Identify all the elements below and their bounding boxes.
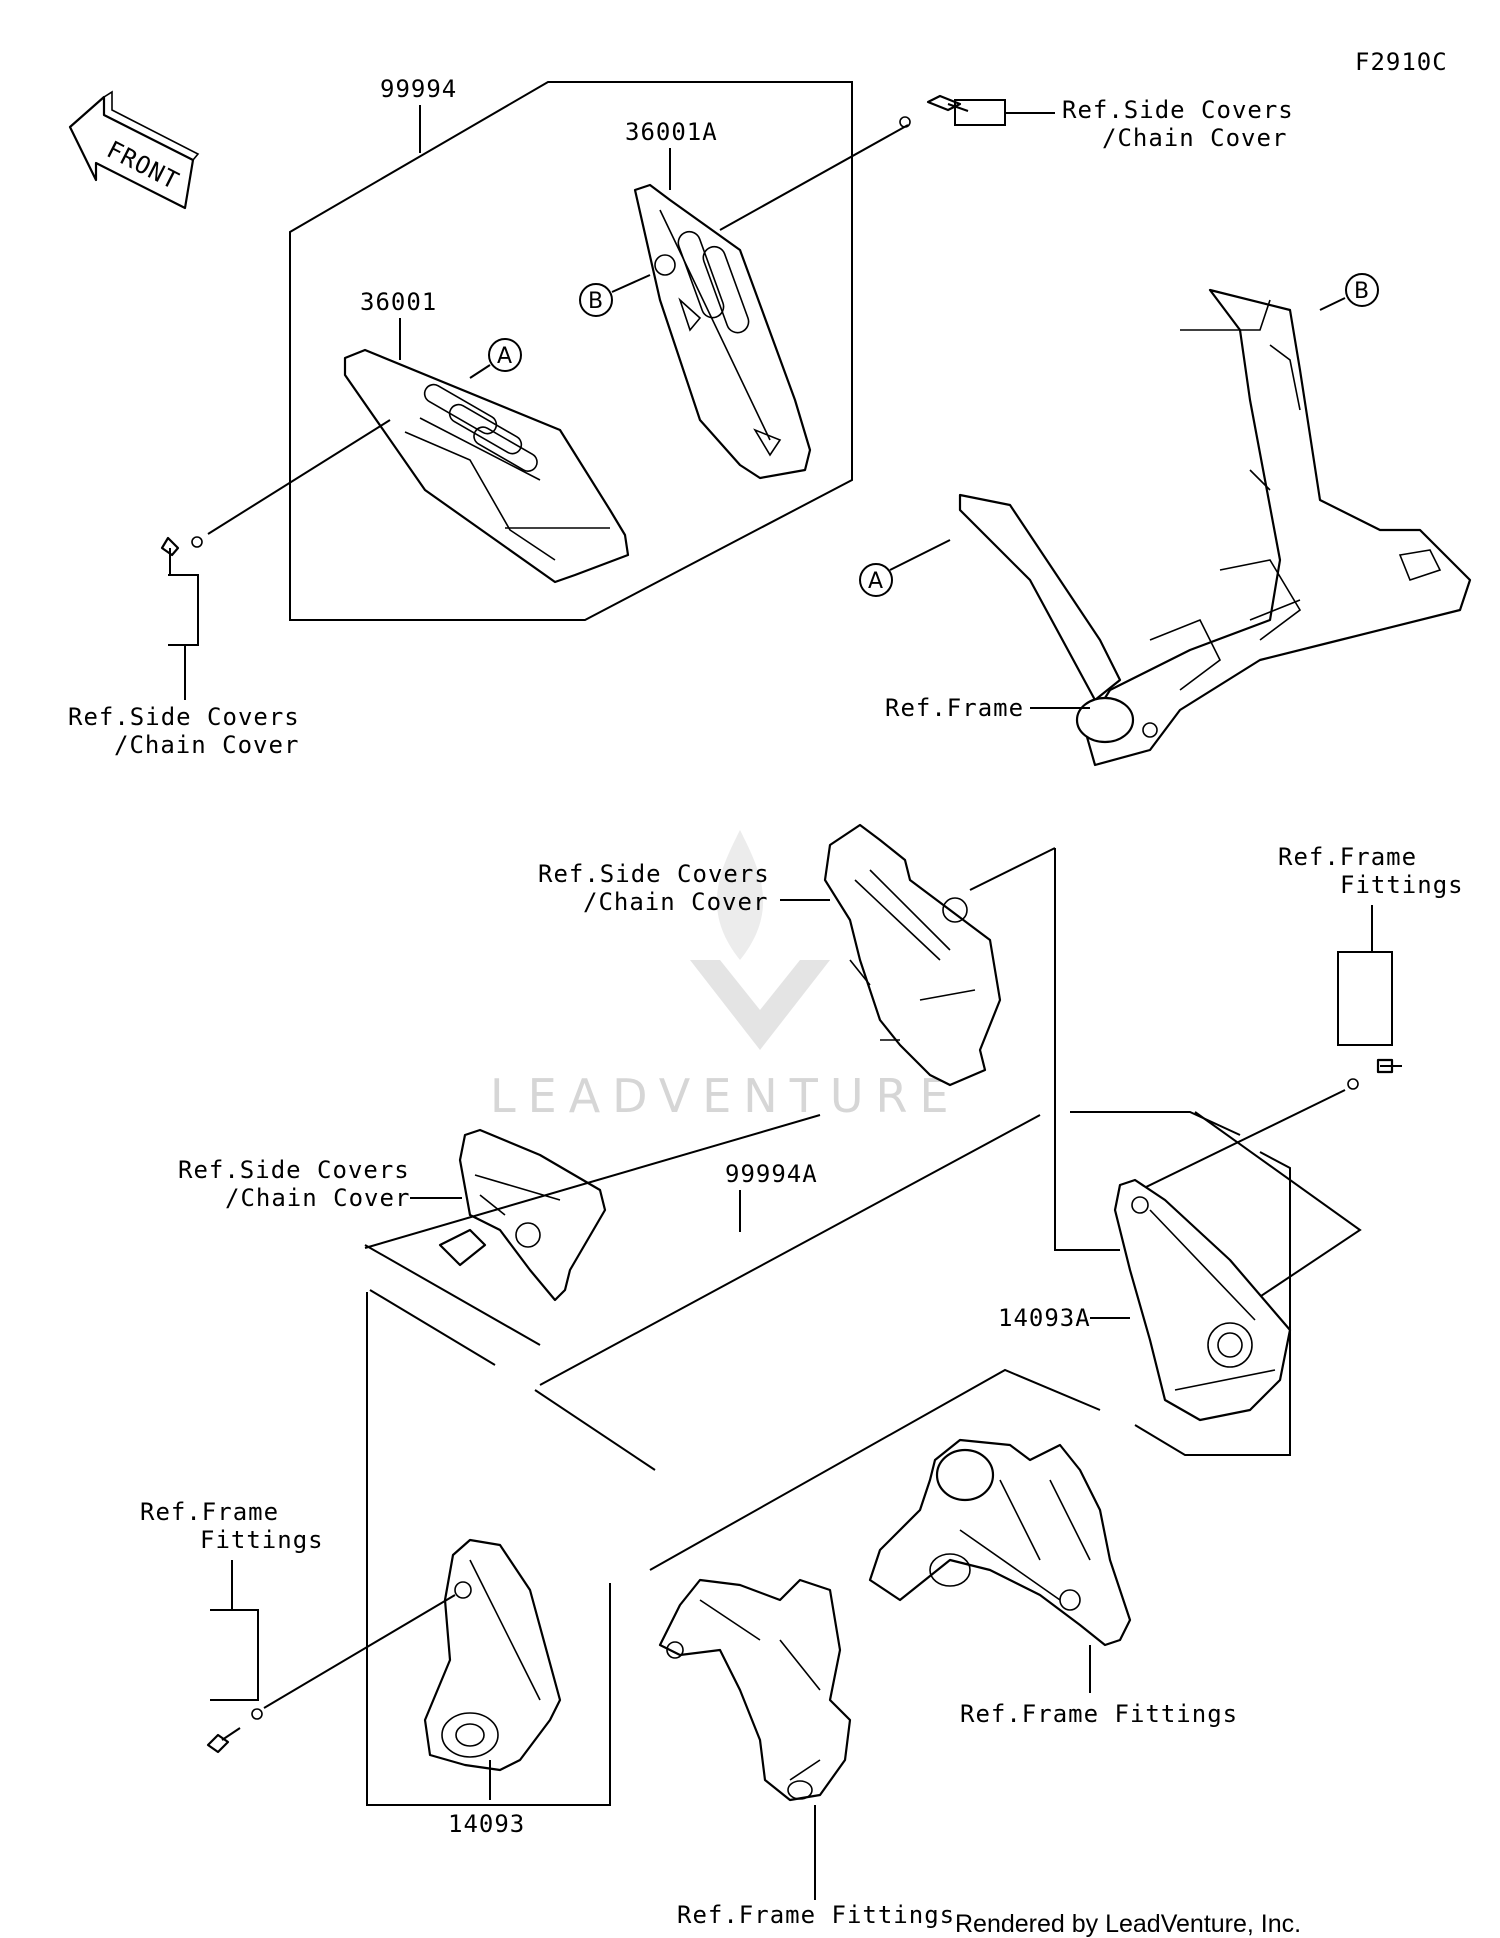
marker-a-frame: A [868, 569, 883, 594]
ref-side-covers-tr-2[interactable]: /Chain Cover [1102, 124, 1287, 152]
ref-frame-fittings-left-1[interactable]: Ref.Frame [140, 1498, 279, 1526]
bolt-icon [1347, 1058, 1402, 1090]
frame-fitting-large [868, 1438, 1132, 1647]
ref-side-covers-lower-1[interactable]: Ref.Side Covers [178, 1156, 410, 1184]
ref-side-covers-tr-1[interactable]: Ref.Side Covers [1062, 96, 1294, 124]
marker-b-upper: B [588, 289, 603, 314]
ref-frame-fittings-right-1[interactable]: Ref.Frame [1278, 843, 1417, 871]
kit-99994-bracket [289, 81, 853, 621]
callout-36001[interactable]: 36001 [360, 288, 437, 316]
marker-b-frame: B [1354, 279, 1369, 304]
chain-cover-36001 [343, 348, 630, 584]
callout-99994a[interactable]: 99994A [725, 1160, 818, 1188]
frame-assembly [958, 288, 1472, 767]
frame-guard-14093 [423, 1538, 562, 1772]
frame-guard-14093a [1113, 1178, 1292, 1422]
callout-14093[interactable]: 14093 [448, 1810, 525, 1838]
footer-credit: Rendered by LeadVenture, Inc. [955, 1910, 1301, 1938]
side-cover-upper-middle [823, 823, 1002, 1087]
watermark-text: LEADVENTURE [490, 1069, 961, 1123]
front-arrow-icon: FRONT [68, 90, 200, 210]
bolt-icon [160, 536, 203, 575]
ref-frame-fittings-right-2[interactable]: Fittings [1340, 871, 1464, 899]
ref-frame-fittings-left-2[interactable]: Fittings [200, 1526, 324, 1554]
chain-cover-36001a [633, 183, 812, 480]
side-cover-lower-left [438, 1128, 607, 1302]
ref-side-covers-mid-2[interactable]: /Chain Cover [583, 888, 768, 916]
callout-36001a[interactable]: 36001A [625, 118, 718, 146]
diagram-code: F2910C [1355, 48, 1448, 76]
marker-a-upper: A [497, 344, 512, 369]
ref-frame-fittings-bottom[interactable]: Ref.Frame Fittings [677, 1901, 955, 1929]
callout-14093a[interactable]: 14093A [998, 1304, 1091, 1332]
ref-side-covers-ul-2[interactable]: /Chain Cover [114, 731, 299, 759]
ref-side-covers-ul-1[interactable]: Ref.Side Covers [68, 703, 300, 731]
bolt-icon [899, 94, 969, 128]
ref-frame-fittings-center[interactable]: Ref.Frame Fittings [960, 1700, 1238, 1728]
callout-99994[interactable]: 99994 [380, 75, 457, 103]
bolt-icon [206, 1708, 263, 1754]
ref-side-covers-lower-2[interactable]: /Chain Cover [225, 1184, 410, 1212]
watermark: LEADVENTURE [490, 830, 961, 1123]
ref-side-covers-mid-1[interactable]: Ref.Side Covers [538, 860, 770, 888]
ref-frame-label[interactable]: Ref.Frame [885, 694, 1024, 722]
frame-fitting-left [658, 1578, 852, 1802]
kit-99994a-bracket [364, 847, 1362, 1806]
